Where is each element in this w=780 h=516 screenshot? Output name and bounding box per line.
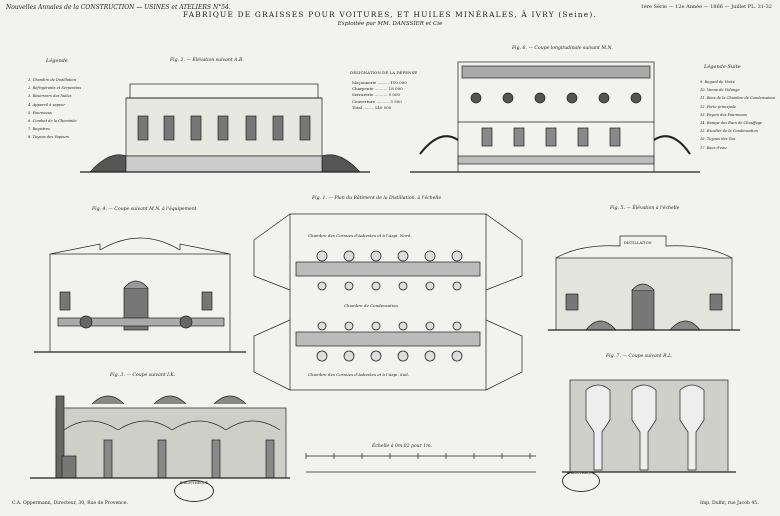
legend-item: 8. Tuyaux des Vapeurs (28, 135, 70, 140)
scale-bars (305, 453, 536, 473)
journal-header: Nouvelles Annales de la CONSTRUCTION — U… (6, 4, 231, 11)
fig6-section-drawing (410, 61, 700, 173)
fig5-caption: Fig. 5. — Élévation à l'échelle (610, 206, 680, 211)
legend-item: 3. Réservoirs des huiles (28, 94, 72, 99)
legend-right-list: 9. Regard de Visite 10. Vanne de Vidange… (700, 78, 775, 152)
fig3-section-drawing (30, 395, 290, 479)
legend-item: 4. Appareil à vapeur (28, 102, 66, 107)
fig2-windows (137, 115, 311, 141)
footer-right: Imp. Dulhr, rue Jacob 45. (700, 501, 759, 506)
legend-left-list: 1. Chambre de Distillation 2. Refrigéran… (28, 76, 81, 142)
fig4-section-drawing (34, 237, 246, 353)
plan-label-south: Chambre des Cornues d'Asbestes et à l'As… (308, 372, 410, 377)
library-stamp-left: BIBLIOTHÈQUE (174, 480, 214, 502)
legend-item: 6. Conduit de la Cheminée (28, 119, 77, 124)
legend-item: 12. Porte principale (700, 104, 737, 109)
table-row: Maçonnerie ......... 110 000 (352, 80, 407, 85)
legend-item: 14. Rampe des Bacs de Chauffage (700, 121, 763, 126)
table-row: Couverture .......... 3 500 (352, 98, 402, 104)
fig5-elevation-drawing (548, 235, 740, 331)
legend-item: 5. Fourneaux (28, 110, 52, 115)
fig6-caption: Fig. 6. — Coupe longitudinale suivant M.… (512, 46, 613, 51)
fig2-caption: Fig. 2. — Élévation suivant A.B. (170, 58, 244, 63)
fig1-caption: Fig. 1. — Plan du Bâtiment de la Distill… (312, 196, 442, 201)
fig3-caption: Fig. 3. — Coupe suivant I.K. (110, 373, 176, 378)
sheet-title: FABRIQUE DE GRAISSES POUR VOITURES, ET H… (183, 10, 597, 19)
fig7-caption: Fig. 7. — Coupe suivant R.L. (606, 354, 673, 359)
footer-left: C.A. Oppermann, Directeur, 30, Rue de Pr… (12, 501, 128, 506)
legend-item: 10. Vanne de Vidange (700, 88, 740, 93)
legend-left-heading: Légende (46, 58, 68, 64)
table-row: Total ........ 140 500 (352, 104, 392, 110)
plan-label-condensation: Chambre de Condensation (344, 303, 398, 308)
legend-right-heading: Légende-Suite (704, 64, 741, 70)
legend-item: 15. Escalier de la Condensation (700, 129, 758, 134)
table-row: Charpente .......... 18 000 (352, 86, 403, 92)
fig7-section-drawing (562, 379, 736, 473)
legend-item: 9. Regard de Visite (700, 80, 735, 84)
fig2-elevation-drawing (80, 83, 370, 173)
table-heading: DÉSIGNATION DE LA DÉPENSE (350, 70, 418, 75)
legend-item: 17. Bacs d'eau (700, 145, 727, 150)
legend-item: 7. Registres (28, 127, 50, 132)
table-row: Serrurerie .......... 9 000 (352, 92, 401, 98)
legend-item: 11. Bacs de la Chambre de Condensation (700, 96, 776, 101)
fig1-plan-drawing (253, 213, 523, 391)
legend-item: 2. Refrigérants et Serpentins (28, 86, 82, 91)
fig4-caption: Fig. 4. — Coupe suivant M.N. à l'équipem… (92, 207, 197, 212)
scale-note: Échelle à 0m.02 pour 1m. (372, 444, 433, 449)
legend-item: 13. Foyers des Fourneaux (700, 112, 748, 117)
sheet-subtitle: Exploitée par MM. DANSSIER et Cie (337, 21, 443, 27)
legend-item: 1. Chambre de Distillation (28, 78, 77, 82)
plan-label-north: Chambre des Cornues d'Asbestes et à l'As… (308, 233, 412, 238)
legend-item: 16. Tuyaux des Gaz (700, 137, 736, 142)
cost-table: Maçonnerie ......... 110 000 Charpente .… (352, 80, 407, 111)
series-header: 1ère Série — 12e Année — 1866 — Juillet … (640, 4, 772, 10)
building-sign: DISTILLATION (624, 241, 652, 245)
